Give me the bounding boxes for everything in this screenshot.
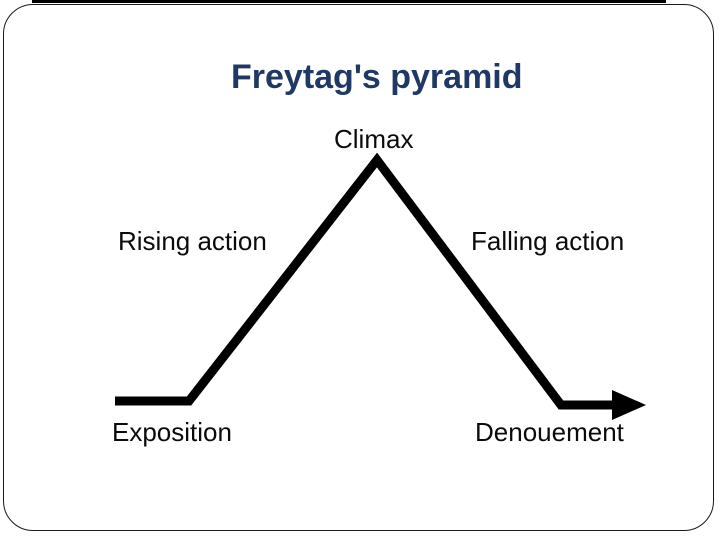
label-rising-action: Rising action [118,226,267,256]
label-falling-action: Falling action [471,226,625,256]
page-title: Freytag's pyramid [231,58,523,96]
label-climax: Climax [334,124,414,154]
label-exposition: Exposition [112,417,232,447]
label-denouement: Denouement [475,417,624,447]
pyramid-line [115,152,622,410]
top-edge-bar [32,0,666,3]
slide-border [3,4,714,531]
arrowhead-icon [612,390,646,420]
